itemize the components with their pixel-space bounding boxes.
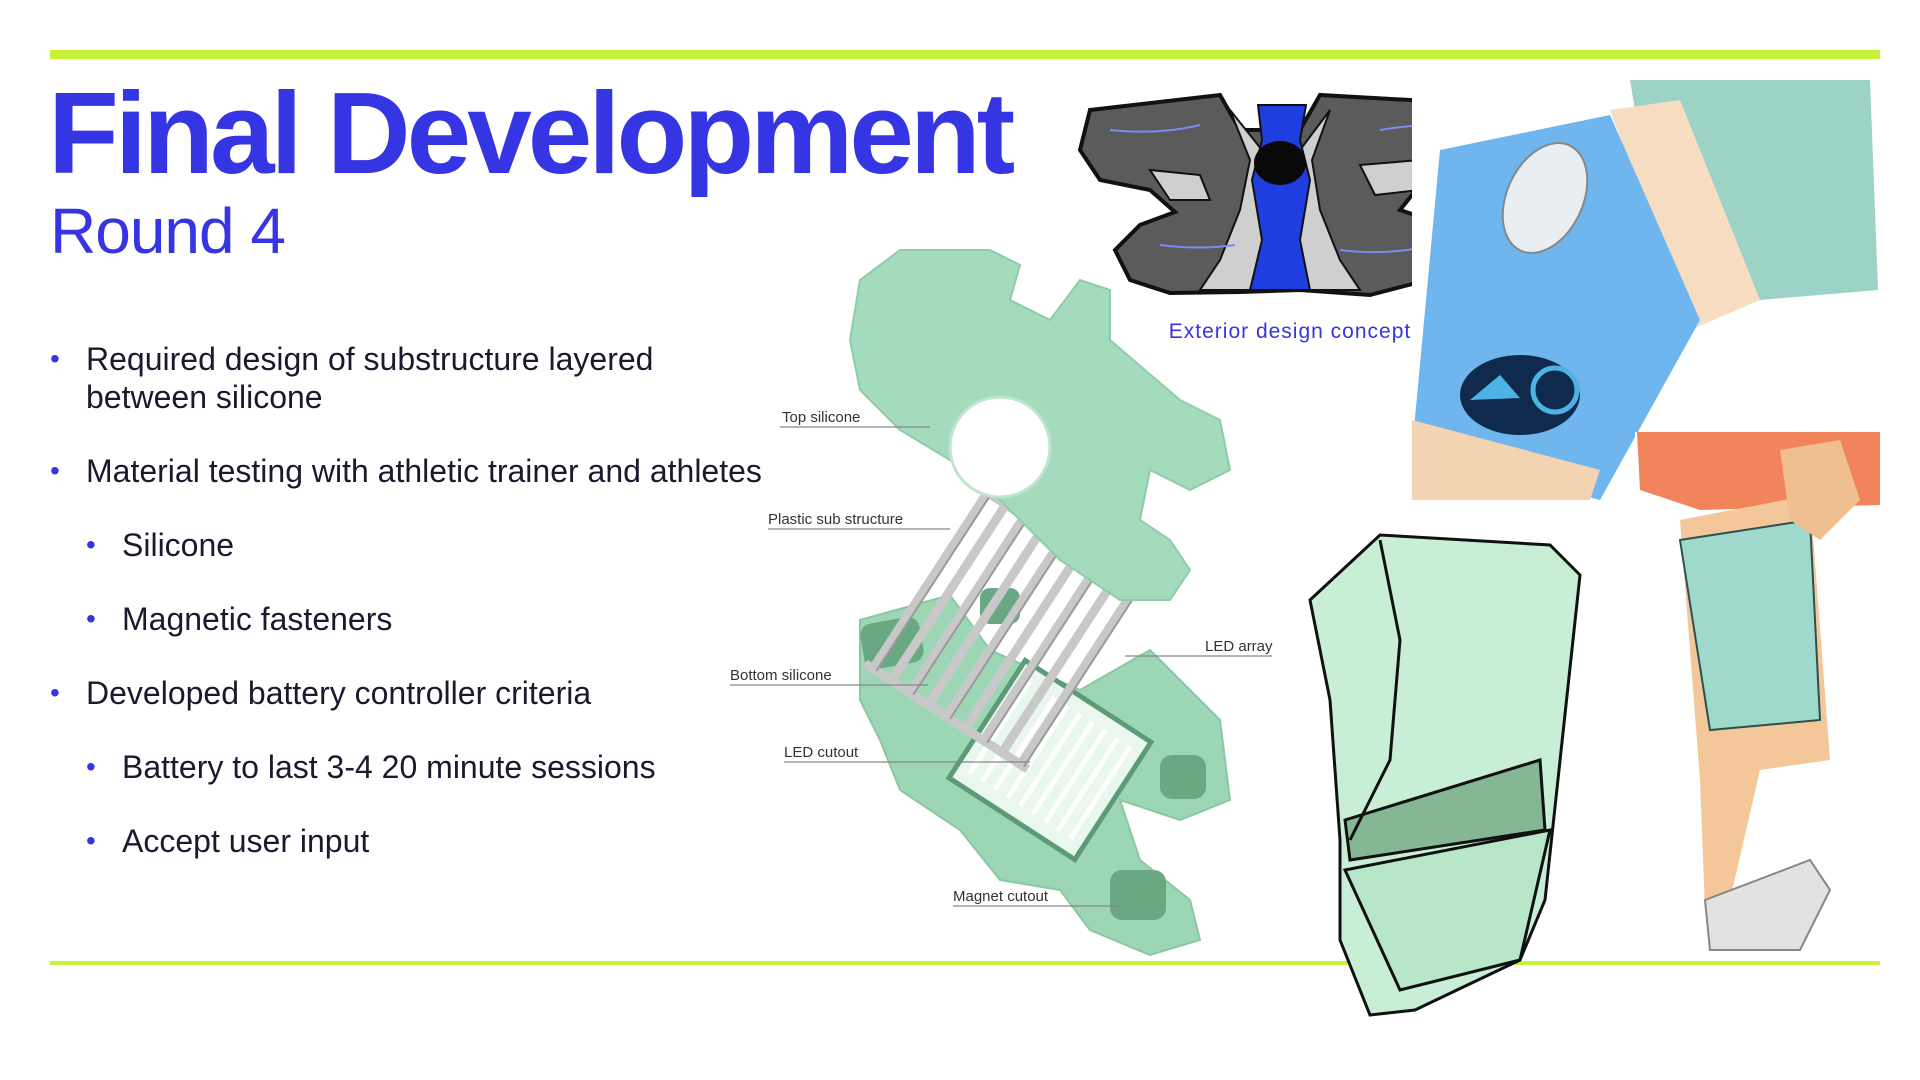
label-led-array: LED array: [1205, 638, 1273, 655]
exterior-design-concept: Exterior design concept: [1077, 92, 1521, 343]
bullet-item: Material testing with athletic trainer a…: [50, 452, 780, 490]
exterior-concept-caption: Exterior design concept: [1169, 320, 1411, 343]
bullet-item: Required design of substructure layered …: [50, 340, 780, 416]
leg-brace-illustration: [1635, 432, 1880, 952]
ram-logo-icon: [1460, 355, 1580, 435]
label-bottom-silicone: Bottom silicone: [730, 667, 832, 684]
bullet-list: Required design of substructure layered …: [50, 340, 780, 860]
label-led-cutout: LED cutout: [784, 744, 859, 761]
slide-subtitle: Round 4: [50, 195, 286, 267]
sub-bullet-item: Accept user input: [50, 822, 780, 860]
blue-sleeve-illustration: [1412, 80, 1880, 500]
sub-bullet-item: Magnetic fasteners: [50, 600, 780, 638]
bullet-item: Developed battery controller criteria: [50, 674, 780, 712]
green-wrap-illustration: [1308, 533, 1582, 1017]
bottom-silicone-layer: [859, 588, 1232, 957]
top-accent-rule: [50, 50, 1880, 59]
sub-bullet-item: Battery to last 3-4 20 minute sessions: [50, 748, 780, 786]
exploded-layer-diagram: Top silicone Plastic sub structure Botto…: [730, 249, 1273, 957]
label-plastic-sub-structure: Plastic sub structure: [768, 511, 903, 528]
sub-bullet-item: Silicone: [50, 526, 780, 564]
top-silicone-layer: [848, 249, 1232, 601]
label-top-silicone: Top silicone: [782, 409, 860, 426]
slide-title: Final Development: [48, 68, 1015, 198]
label-magnet-cutout: Magnet cutout: [953, 888, 1049, 905]
bottom-accent-rule: [50, 961, 1880, 965]
leader-lines: [730, 426, 1272, 907]
